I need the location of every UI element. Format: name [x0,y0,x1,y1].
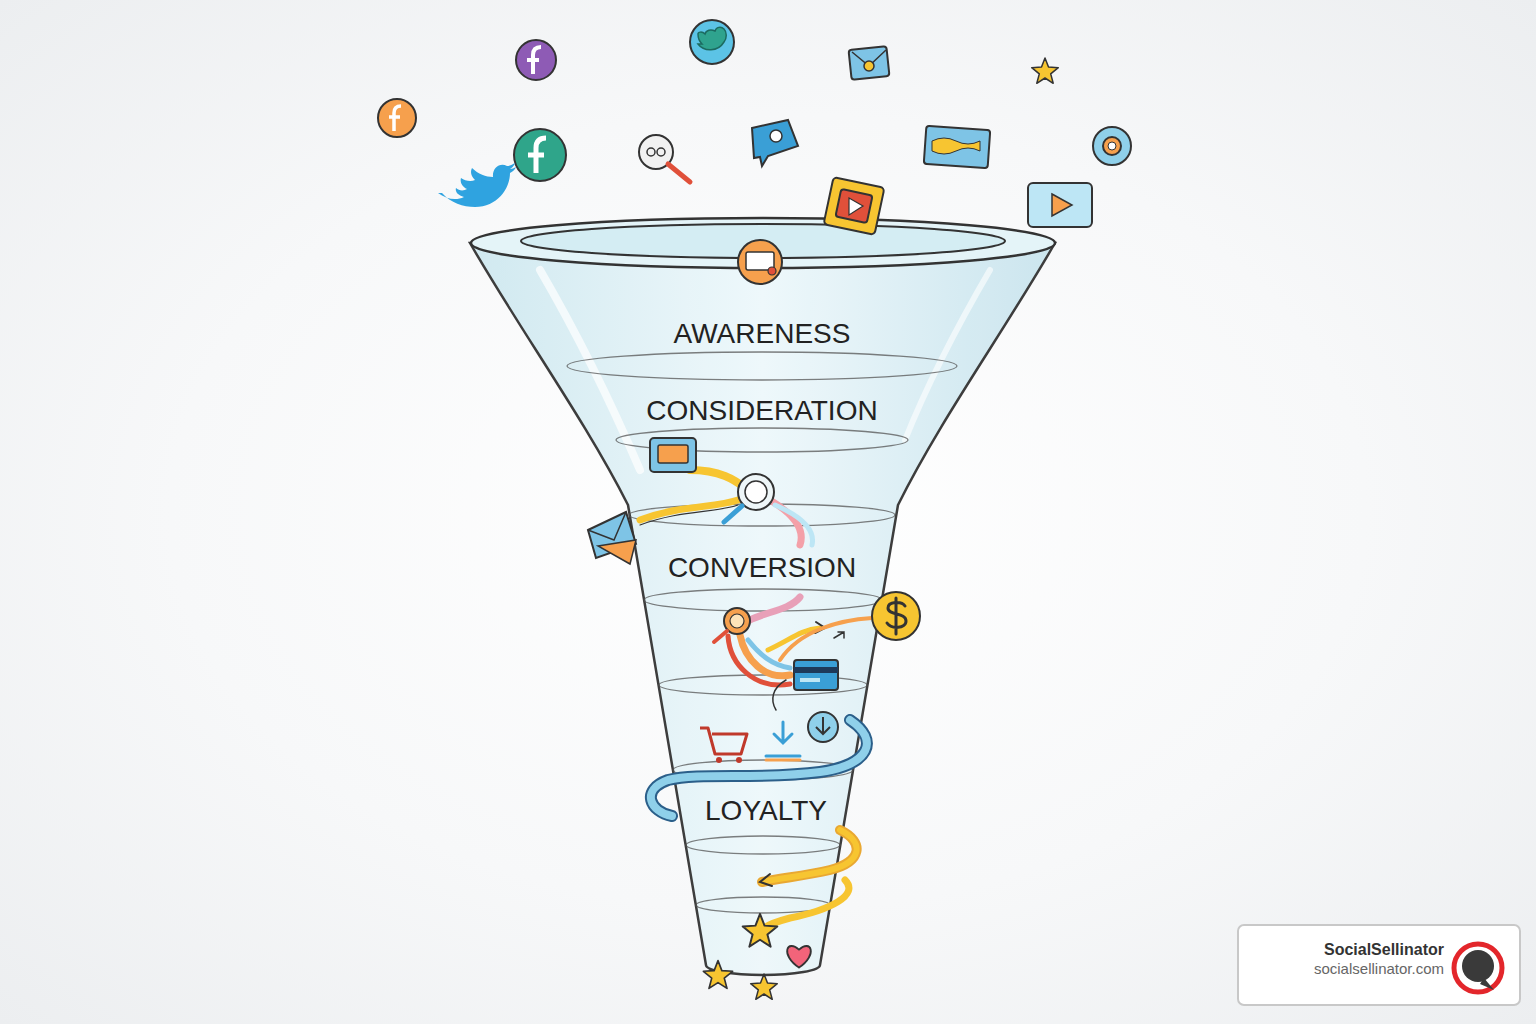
brand-badge-panel [1238,925,1520,1005]
funnel-band: LOYALTY [701,791,831,830]
funnel-band: AWARENESS [670,314,855,353]
stage-label: CONVERSION [668,550,856,585]
funnel-band: CONVERSION [664,548,860,587]
flow-ribbons [640,470,872,928]
funnel-shine [905,270,990,440]
brand-text: socialsellinator.com [1238,960,1444,979]
stage-label: AWARENESS [674,316,851,351]
loyalty-rewards [703,914,810,1000]
funnel-band: CONSIDERATION [642,391,881,430]
brand-text: SocialSellinator [1238,940,1444,960]
funnel-shine [540,270,640,470]
social-icons [378,20,1131,284]
stage-label: LOYALTY [705,793,827,828]
band-lines [567,352,957,913]
stage-icons [588,438,920,763]
funnel-body [470,243,1055,975]
brand-badge: SocialSellinatorsocialsellinator.com [1238,925,1520,1005]
stage-label: CONSIDERATION [646,393,877,428]
